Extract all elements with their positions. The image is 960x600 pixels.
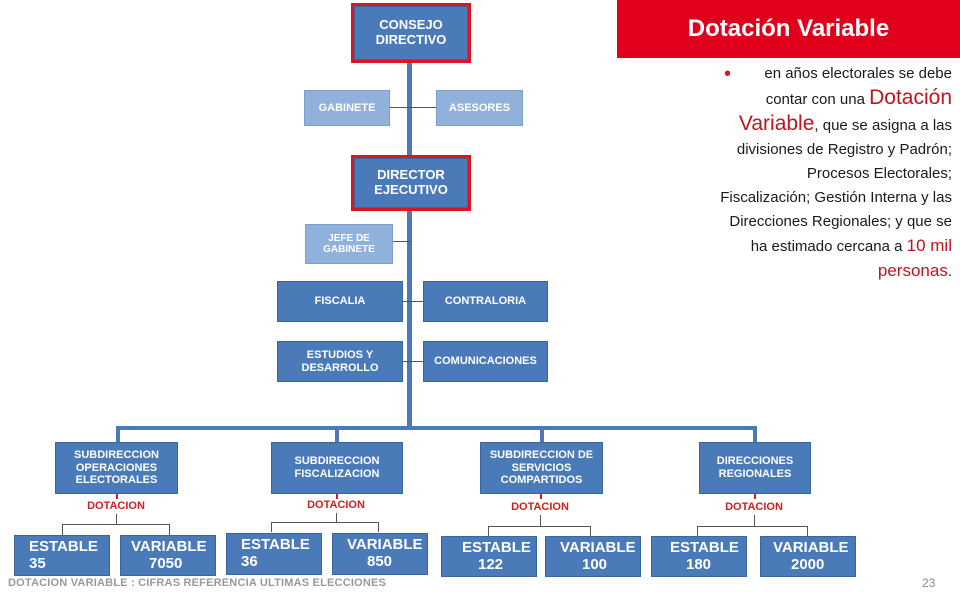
bracket-2-right [378, 522, 379, 532]
bracket-2-mid [336, 513, 337, 522]
bracket-2-left [271, 522, 272, 532]
variable-label: VARIABLE [347, 536, 423, 553]
comunicaciones-box: COMUNICACIONES [423, 341, 548, 382]
variable-label: VARIABLE [773, 539, 849, 556]
bracket-3-left [488, 526, 489, 536]
contraloria-box: CONTRALORIA [423, 281, 548, 322]
bus-line [116, 426, 757, 430]
dotacion-stem-2 [336, 494, 338, 499]
connector-fiscalia [403, 301, 423, 302]
text-part-3: . [947, 263, 952, 280]
director-ejecutivo-box: DIRECTOR EJECUTIVO [351, 155, 471, 211]
connector-jefe [393, 241, 411, 242]
dotacion-stem-1 [116, 494, 118, 499]
gabinete-box: GABINETE [304, 90, 390, 126]
variable-label: VARIABLE [131, 538, 207, 555]
dotacion-label-1: DOTACION [87, 500, 145, 512]
text-part-1: en años electorales se debe contar con u… [764, 65, 952, 108]
bracket-1-left [62, 524, 63, 535]
asesores-box: ASESORES [436, 90, 523, 126]
estable-box-2: ESTABLE 36 [226, 533, 322, 575]
drop-1 [116, 426, 120, 442]
direcciones-regionales-box: DIRECCIONES REGIONALES [699, 442, 811, 494]
estable-value: 122 [478, 555, 504, 573]
variable-box-3: VARIABLE 100 [545, 536, 641, 577]
jefe-gabinete-box: JEFE DE GABINETE [305, 224, 393, 264]
bracket-2 [271, 522, 379, 523]
estable-box-4: ESTABLE 180 [651, 536, 747, 577]
highlight-10-mil: 10 mil personas [877, 236, 952, 280]
subdireccion-fiscalizacion-box: SUBDIRECCION FISCALIZACION [271, 442, 403, 494]
connector-gabinete [390, 107, 436, 108]
bullet-icon: • [724, 63, 732, 85]
bracket-4 [697, 526, 808, 527]
text-part-2: , que se asigna a las divisiones de Regi… [720, 117, 952, 255]
variable-value: 7050 [149, 554, 183, 572]
bracket-1-right [169, 524, 170, 535]
estable-label: ESTABLE [462, 539, 531, 556]
drop-2 [335, 426, 339, 442]
subdireccion-servicios-box: SUBDIRECCION DE SERVICIOS COMPARTIDOS [480, 442, 603, 494]
estable-label: ESTABLE [670, 539, 739, 556]
estudios-desarrollo-box: ESTUDIOS Y DESARROLLO [277, 341, 403, 382]
variable-box-4: VARIABLE 2000 [760, 536, 856, 577]
footer-caption: DOTACION VARIABLE : CIFRAS REFERENCIA UL… [8, 577, 387, 589]
description-text: en años electorales se debe contar con u… [720, 62, 952, 284]
variable-value: 2000 [791, 555, 825, 573]
estable-label: ESTABLE [241, 536, 310, 553]
estable-label: ESTABLE [29, 538, 98, 555]
subdireccion-operaciones-box: SUBDIRECCION OPERACIONES ELECTORALES [55, 442, 178, 494]
drop-4 [753, 426, 757, 442]
bracket-3-mid [540, 515, 541, 526]
dotacion-stem-4 [754, 494, 756, 499]
drop-3 [540, 426, 544, 442]
bracket-4-left [697, 526, 698, 536]
slide-title: Dotación Variable [617, 0, 960, 58]
variable-box-1: VARIABLE 7050 [120, 535, 216, 576]
variable-label: VARIABLE [560, 539, 636, 556]
consejo-directivo-box: CONSEJO DIRECTIVO [351, 3, 471, 63]
bracket-3-right [590, 526, 591, 536]
bracket-1 [62, 524, 170, 525]
estable-box-3: ESTABLE 122 [441, 536, 537, 577]
dotacion-label-3: DOTACION [511, 501, 569, 513]
variable-value: 100 [582, 555, 608, 573]
highlight-dotacion-variable: Dotación Variable [738, 86, 952, 135]
estable-value: 180 [686, 555, 712, 573]
dotacion-label-4: DOTACION [725, 501, 783, 513]
bracket-1-mid [116, 514, 117, 524]
variable-box-2: VARIABLE 850 [332, 533, 428, 575]
fiscalia-box: FISCALIA [277, 281, 403, 322]
trunk-line [407, 60, 412, 430]
estable-box-1: ESTABLE 35 [14, 535, 110, 576]
bracket-4-right [807, 526, 808, 536]
dotacion-stem-3 [540, 494, 542, 499]
page-number: 23 [922, 576, 936, 590]
bracket-3 [488, 526, 591, 527]
estable-value: 35 [29, 554, 46, 572]
estable-value: 36 [241, 552, 258, 570]
variable-value: 850 [367, 552, 393, 570]
dotacion-label-2: DOTACION [307, 499, 365, 511]
bracket-4-mid [754, 515, 755, 526]
connector-estudios [403, 361, 423, 362]
